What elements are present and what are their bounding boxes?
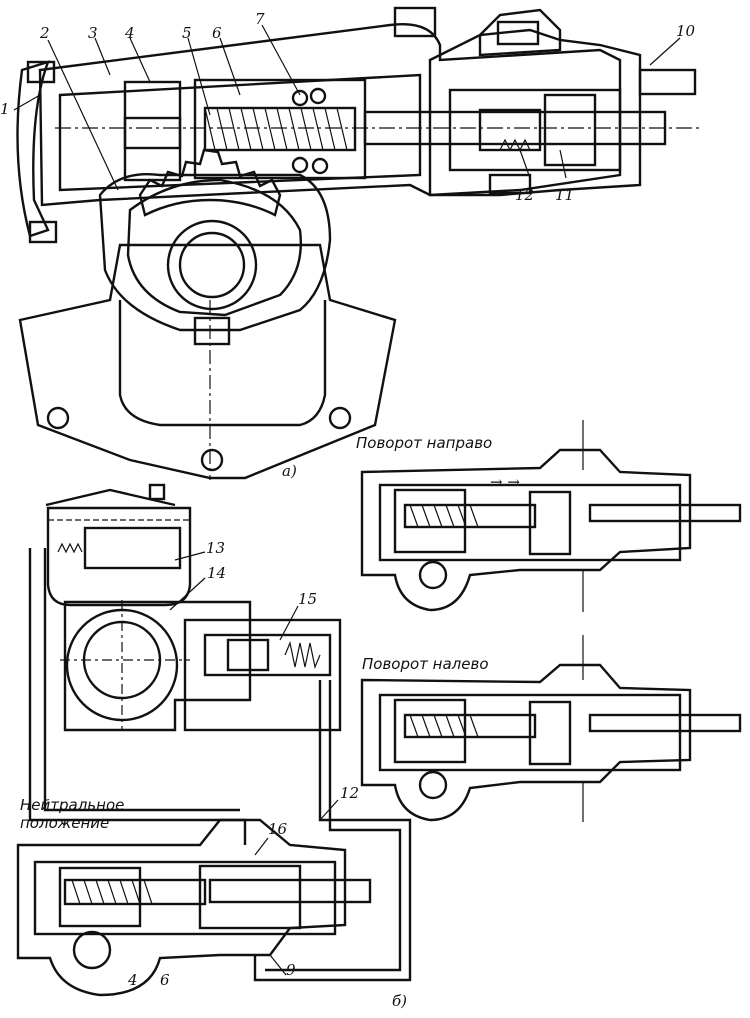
ball-nut [193, 78, 367, 180]
mounting-bracket [18, 243, 397, 480]
reaction-spring [499, 138, 531, 152]
screw-thread [204, 107, 348, 151]
end-cover [16, 60, 50, 238]
figure-a-cross-section: 1 2 3 4 5 6 7 10 12 11 а) [0, 6, 700, 480]
callout-6-b: 6 [160, 971, 170, 989]
inset-right-turn: Поворот направо → → [356, 420, 742, 612]
piston [123, 80, 182, 182]
drain-plug [193, 316, 231, 346]
figure-a-label: а) [282, 462, 297, 480]
callout-6: 6 [212, 24, 222, 42]
hydraulic-lines [28, 548, 412, 982]
callout-5: 5 [182, 24, 192, 42]
callout-4: 4 [124, 24, 135, 42]
sector-housing [98, 173, 332, 332]
flow-valve-spring [284, 640, 321, 670]
callout-4-b: 4 [127, 971, 138, 989]
reservoir-filter [83, 526, 182, 570]
callout-7: 7 [255, 10, 265, 28]
svg-text:→ →: → → [490, 473, 520, 491]
callout-14: 14 [207, 564, 226, 582]
reservoir-lid [45, 488, 176, 507]
inset-left-turn: Поворот налево [360, 635, 742, 822]
bracket-bolt-hole-left [46, 406, 70, 430]
callout-3: 3 [88, 24, 98, 42]
callout-16: 16 [268, 820, 288, 838]
sector-gear [138, 148, 282, 217]
bracket-bolt-hole-bottom [200, 448, 224, 472]
figure-b-hydraulic-scheme: 13 14 15 16 12 4 6 9 Нейтральное положен… [16, 483, 412, 1010]
pump-block [63, 600, 252, 732]
reservoir-spring [57, 542, 83, 554]
shaft-end [638, 68, 697, 96]
callout-11: 11 [555, 186, 574, 204]
callout-12-b: 12 [340, 784, 359, 802]
callout-leaders-a [13, 24, 681, 191]
neutral-caption-line2: положение [20, 814, 109, 832]
callout-10: 10 [676, 22, 696, 40]
reservoir-tank [46, 506, 192, 607]
inset-left-turn-caption: Поворот налево [362, 655, 489, 673]
flow-valve-body [183, 618, 342, 732]
figure-b-label: б) [392, 992, 407, 1010]
steering-gear-neutral [16, 818, 347, 997]
callout-leaders-b [169, 551, 339, 976]
neutral-caption-line1: Нейтральное [20, 796, 124, 814]
cylinder-body [38, 23, 622, 207]
inset-right-turn-caption: Поворот направо [356, 434, 492, 452]
bracket-bolt-hole-right [328, 406, 352, 430]
valve-housing [428, 28, 642, 197]
callout-2: 2 [39, 24, 50, 42]
callout-12-a: 12 [515, 186, 534, 204]
callout-9: 9 [286, 961, 296, 979]
callout-13: 13 [206, 539, 225, 557]
sector-shaft [166, 219, 258, 311]
callout-15: 15 [298, 590, 317, 608]
callout-1: 1 [0, 100, 10, 118]
